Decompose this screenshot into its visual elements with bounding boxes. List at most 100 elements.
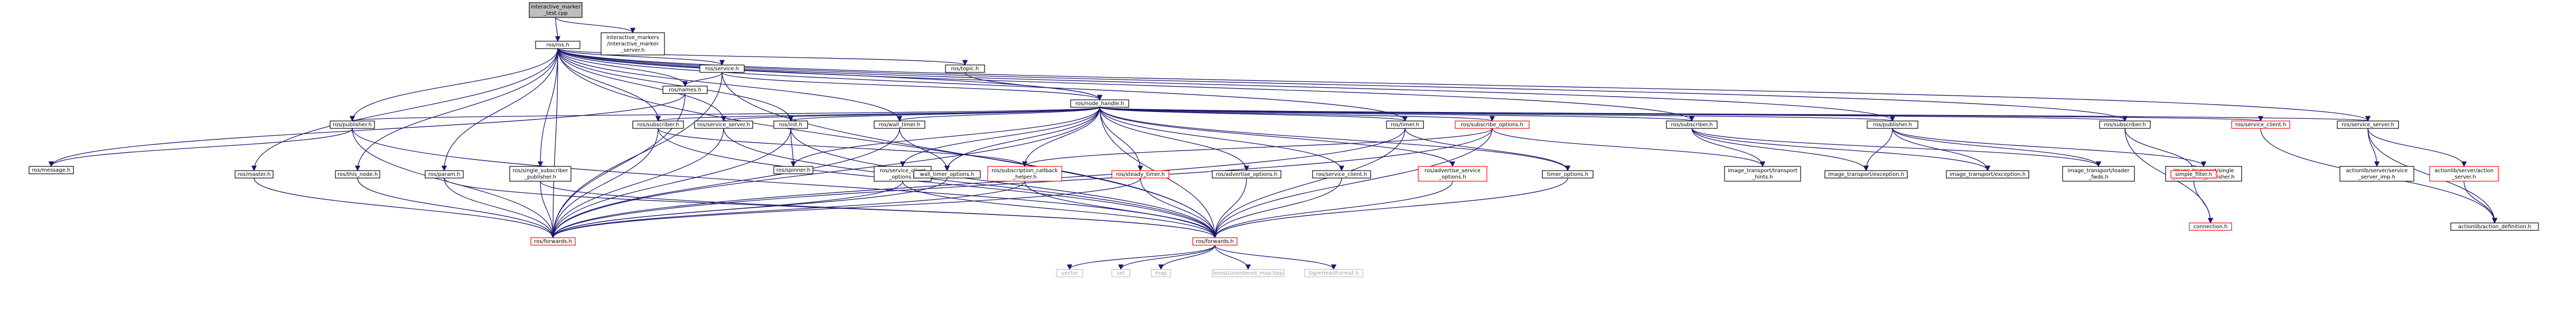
node-box-root	[529, 2, 583, 18]
node-connection[interactable]: connection.h	[2189, 222, 2232, 231]
node-ros[interactable]: ros/ros.h	[535, 41, 580, 49]
node-box-fwd2	[1192, 237, 1238, 246]
node-label-advservopts-1: _options.h	[1438, 174, 1466, 180]
node-label-root-0: interactive_marker	[531, 4, 581, 10]
node-label-subopts-0: ros/subscribe_options.h	[1461, 122, 1523, 128]
node-fwd2[interactable]: ros/forwards.h	[1192, 237, 1238, 246]
node-label-connection-0: connection.h	[2194, 224, 2228, 230]
node-thisnode[interactable]: ros/this_node.h	[335, 170, 380, 179]
node-box-actdef	[2450, 222, 2539, 231]
node-advopts[interactable]: ros/advertise_options.h	[1212, 170, 1281, 179]
edge-servserver-to-fwd2	[723, 128, 1218, 239]
edge-nodehandle-to-actserver	[1099, 107, 2370, 122]
node-label-actserver-0: ros/service_server.h	[2341, 122, 2394, 128]
node-publisher[interactable]: ros/publisher.h	[330, 120, 375, 129]
node-actimp[interactable]: actionlib/server/service_server_imp.h	[2339, 166, 2414, 182]
edge-subopts-to-fwd1	[550, 128, 1493, 239]
edge-itpub-to-itexc2	[1892, 128, 1991, 172]
node-fwd1[interactable]: ros/forwards.h	[530, 237, 576, 246]
edge-init-to-fwd2	[790, 128, 1218, 239]
node-box-boostmap	[1212, 269, 1285, 277]
node-spinner[interactable]: ros/spinner.h	[773, 166, 813, 174]
node-label-servserver-0: ros/service_server.h	[697, 122, 750, 128]
edge-ros-to-actserver	[557, 48, 2371, 122]
edge-timeropts-to-fwd2	[1212, 177, 1568, 239]
node-nodehandle[interactable]: ros/node_handle.h	[1070, 99, 1129, 108]
node-service[interactable]: ros/service.h	[699, 64, 745, 73]
node-label-singlesub-1: _publisher.h	[524, 174, 556, 180]
node-label-simplefilter-0: simple_filter.h	[2175, 172, 2212, 177]
node-itloader[interactable]: image_transport/loader_fwds.h	[2062, 166, 2135, 182]
node-walltimeropts[interactable]: wall_timer_options.h	[913, 170, 981, 179]
node-names[interactable]: ros/names.h	[662, 86, 708, 94]
node-label-actimp-0: actionlib/server/service	[2346, 168, 2408, 174]
node-subscriber[interactable]: ros/subscriber.h	[632, 120, 684, 129]
node-box-master	[235, 170, 274, 179]
edge-itpub-to-itloader	[1892, 128, 2102, 167]
node-itexc2[interactable]: image_transport/exception.h	[1946, 170, 2029, 179]
node-itexc1[interactable]: image_transport/exception.h	[1824, 170, 1908, 179]
edge-fwd2-to-set	[1118, 245, 1215, 270]
node-box-publisher	[330, 120, 375, 129]
edge-ros-to-timer	[557, 48, 1408, 122]
node-actdef[interactable]: actionlib/action_definition.h	[2450, 222, 2539, 231]
edge-fwd2-to-boostmap	[1214, 245, 1251, 270]
node-servserver[interactable]: ros/service_server.h	[694, 120, 753, 129]
node-box-actionserver	[2429, 166, 2499, 182]
node-label-ittransport-0: image_transport/transport	[1728, 168, 1797, 174]
node-actionserver[interactable]: actionlib/server/action_server.h	[2429, 166, 2499, 182]
node-timeropts[interactable]: timer_options.h	[1542, 170, 1594, 179]
node-itsub[interactable]: ros/subscriber.h	[1666, 120, 1718, 129]
edge-subcbhelper-to-fwd1	[550, 181, 1025, 239]
node-actserver[interactable]: ros/service_server.h	[2337, 120, 2399, 129]
node-label-fwd2-0: ros/forwards.h	[1196, 239, 1234, 245]
edge-names-to-message	[48, 93, 686, 167]
node-box-nodehandle	[1070, 99, 1129, 108]
node-label-itsub-0: ros/subscriber.h	[1671, 122, 1712, 128]
node-topic[interactable]: ros/topic.h	[945, 64, 985, 73]
node-box-actserver	[2337, 120, 2399, 129]
node-simplefilter[interactable]: simple_filter.h	[2170, 170, 2217, 179]
node-label-vector-0: vector	[1061, 270, 1079, 276]
node-itpub[interactable]: ros/publisher.h	[1867, 120, 1918, 129]
node-init[interactable]: ros/init.h	[773, 120, 808, 129]
node-root[interactable]: interactive_marker_test.cpp	[529, 2, 583, 18]
node-servclient[interactable]: ros/service_client.h	[1312, 170, 1371, 179]
node-label-servclienth-0: ros/service_client.h	[2235, 122, 2286, 128]
node-message[interactable]: ros/message.h	[29, 166, 74, 174]
edge-timer-to-fwd1	[550, 128, 1406, 239]
node-timer[interactable]: ros/timer.h	[1386, 120, 1424, 129]
node-label-map-0: map	[1155, 270, 1167, 276]
edge-timer-to-timeropts	[1404, 128, 1571, 172]
node-box-init	[773, 120, 808, 129]
node-label-actimp-1: _server_imp.h	[2358, 174, 2395, 180]
edge-topic-to-nodehandle	[964, 72, 1103, 101]
node-box-param	[425, 170, 464, 179]
node-advservopts[interactable]: ros/advertise_service_options.h	[1418, 166, 1487, 182]
node-singlesub[interactable]: ros/single_subscriber_publisher.h	[509, 166, 572, 182]
node-label-spinner-0: ros/spinner.h	[776, 167, 810, 173]
edge-itsub-to-itloader	[1691, 128, 2101, 167]
edge-singlesub-to-fwd1	[540, 181, 556, 239]
node-box-singlesub	[509, 166, 572, 182]
node-steadytimer[interactable]: ros/steady_timer.h	[1111, 170, 1169, 179]
node-ittransport[interactable]: image_transport/transport_hints.h	[1724, 166, 1801, 182]
edge-ros-to-itsub	[557, 48, 1694, 122]
node-ims[interactable]: interactive_markers/interactive_marker_s…	[601, 32, 665, 55]
edge-subscriber-to-fwd1	[550, 128, 659, 239]
node-label-message-0: ros/message.h	[32, 167, 70, 173]
node-param[interactable]: ros/param.h	[425, 170, 464, 179]
edge-ros-to-singlesub	[537, 48, 558, 167]
node-subcbhelper[interactable]: ros/subscription_callback_helper.h	[987, 166, 1062, 182]
node-master[interactable]: ros/master.h	[235, 170, 274, 179]
node-box-subcbhelper	[987, 166, 1062, 182]
node-box-timer	[1386, 120, 1424, 129]
node-walltimer[interactable]: ros/wall_timer.h	[874, 120, 925, 129]
edge-ros-to-itpub	[557, 48, 1895, 122]
node-label-actdef-0: actionlib/action_definition.h	[2458, 224, 2531, 230]
edge-itsub-to-itexc2	[1691, 128, 1991, 172]
node-label-param-0: ros/param.h	[428, 172, 461, 177]
node-rsub3[interactable]: ros/subscriber.h	[2099, 120, 2151, 129]
node-servclienth[interactable]: ros/service_client.h	[2231, 120, 2290, 129]
node-subopts[interactable]: ros/subscribe_options.h	[1455, 120, 1530, 129]
